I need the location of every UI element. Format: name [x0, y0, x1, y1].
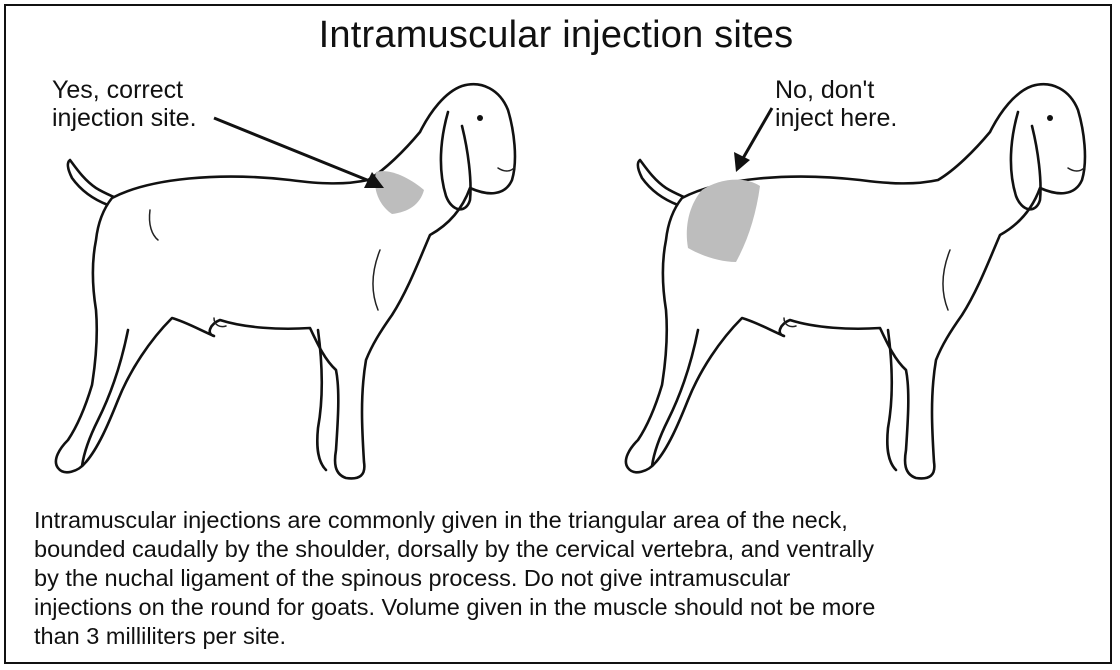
goat-right-figure: [626, 84, 1085, 478]
caption-line-5: than 3 milliliters per site.: [34, 622, 1094, 651]
caption-line-3: by the nuchal ligament of the spinous pr…: [34, 564, 1094, 593]
caption-line-4: injections on the round for goats. Volum…: [34, 593, 1094, 622]
goat-right-tail: [638, 160, 686, 205]
goat-right-body: [626, 84, 1085, 478]
incorrect-site-arrow: [742, 108, 772, 160]
goat-right-eye: [1047, 115, 1053, 121]
caption-text: Intramuscular injections are commonly gi…: [34, 506, 1094, 651]
caption-line-2: bounded caudally by the shoulder, dorsal…: [34, 535, 1094, 564]
caption-line-1: Intramuscular injections are commonly gi…: [34, 506, 1094, 535]
incorrect-site-arrowhead: [734, 152, 750, 172]
